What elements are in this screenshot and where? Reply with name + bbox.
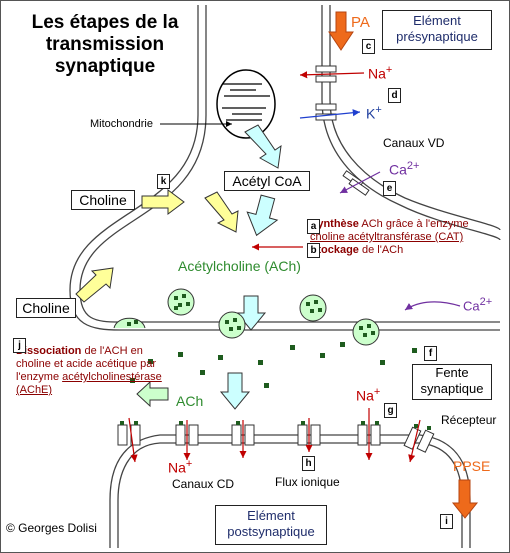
marker-f: f: [424, 346, 437, 361]
acetylcholine-label: Acétylcholine (ACh): [178, 258, 301, 274]
copyright-label: © Georges Dolisi: [6, 521, 97, 535]
synthesis-text: Synthèse ACh grâce à l'enzyme choline ac…: [310, 218, 469, 256]
ca-arrow-pre: [339, 171, 381, 194]
marker-c: c: [362, 39, 375, 54]
choline-top-box: Choline: [71, 190, 135, 210]
marker-j: j: [13, 338, 26, 353]
marker-b: b: [307, 243, 320, 258]
cleft-box: Fente synaptique: [412, 364, 492, 400]
receptors: [117, 424, 435, 453]
marker-e: e: [383, 181, 396, 196]
yellow-arrows: [75, 189, 239, 303]
ach-label: ACh: [176, 393, 204, 409]
mitochondrion: [216, 69, 276, 139]
canaux-vd-label: Canaux VD: [383, 136, 445, 150]
presynaptic-element-box: Elément présynaptique: [382, 10, 492, 50]
acetyl-coa-box: Acétyl CoA: [224, 171, 310, 191]
na-post1-label: Na+: [168, 458, 193, 476]
k-arrow: [299, 109, 361, 119]
marker-a: a: [307, 219, 320, 234]
dissociation-text: Dissociation de l'ACH en choline et acid…: [16, 345, 162, 396]
marker-d: d: [388, 88, 401, 103]
marker-g: g: [384, 403, 397, 418]
marker-i: i: [440, 514, 453, 529]
marker-k: k: [157, 174, 170, 189]
diagram-title: Les étapes de la transmission synaptique: [31, 12, 179, 77]
choline-left-box: Choline: [16, 298, 76, 318]
canaux-cd-label: Canaux CD: [172, 477, 235, 491]
ca-arrow-right: [404, 301, 461, 311]
marker-h: h: [302, 456, 315, 471]
pa-label: PA: [351, 14, 370, 31]
ache-arrow: [136, 380, 169, 408]
ca-pre-label: Ca2+: [389, 160, 420, 178]
presynaptic-membrane: [69, 5, 501, 331]
mitochondrie-label: Mitochondrie: [90, 118, 153, 130]
vd-channels: [315, 65, 370, 196]
ppse-label: PPSE: [453, 458, 491, 474]
flux-ionique-label: Flux ionique: [275, 475, 340, 489]
ca-right-label: Ca2+: [463, 296, 493, 314]
bound-ach: [120, 421, 431, 430]
postsynaptic-element-box: Elément postsynaptique: [215, 505, 327, 545]
na-pre-label: Na+: [368, 64, 393, 82]
pa-arrow: [328, 11, 354, 51]
k-label: K+: [366, 104, 382, 122]
ppse-arrow: [451, 479, 479, 519]
vesicle-contents: [127, 294, 375, 337]
cleft-ach: [130, 342, 417, 388]
na-post2-label: Na+: [356, 386, 381, 404]
na-arrow-pre: [299, 71, 365, 79]
recepteur-label: Récepteur: [441, 413, 497, 427]
post-ion-arrows: [128, 408, 421, 463]
